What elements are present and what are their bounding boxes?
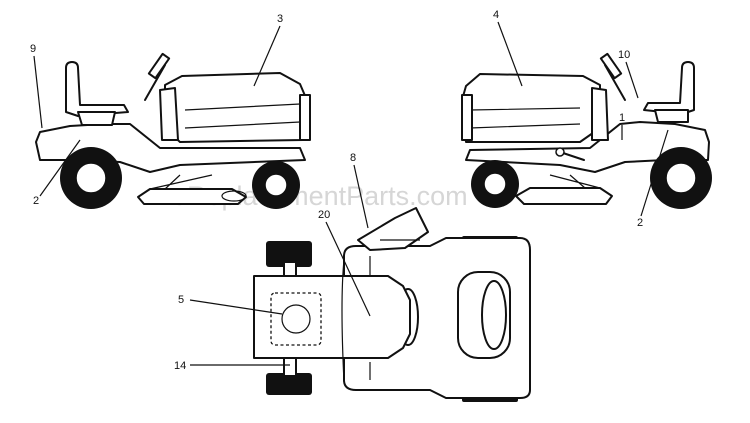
front-tire-top-upper [266, 241, 312, 267]
callout-label-14: 14 [174, 360, 186, 372]
hood-top [253, 275, 411, 359]
leader-line-2-left [39, 139, 81, 197]
leader-line-5 [189, 299, 283, 315]
deck-pulley-left [221, 190, 247, 202]
seat-right [643, 61, 695, 115]
steering-wheel-left [147, 52, 171, 80]
mower-deck-right [515, 187, 613, 205]
callout-label-10: 10 [618, 49, 630, 61]
callout-label-4: 4 [493, 9, 499, 21]
tractor-side-view-left [35, 52, 311, 209]
deck-linkage-right [549, 174, 601, 189]
front-tire-top-lower [266, 373, 312, 395]
rear-hub-right [665, 162, 697, 194]
callout-label-5: 5 [178, 294, 184, 306]
discharge-chute-top [357, 207, 429, 251]
hood-lines-right [469, 107, 581, 129]
front-axle-lower [283, 357, 297, 377]
callout-label-8: 8 [350, 152, 356, 164]
leader-line-8 [353, 164, 369, 229]
dash-left [159, 87, 179, 141]
lift-knob-right [555, 147, 565, 157]
seat-left [65, 61, 129, 117]
leader-line-9 [33, 55, 43, 129]
seat-base-left [77, 111, 116, 126]
leader-line-4 [497, 21, 523, 87]
dash-right [591, 87, 609, 141]
deck-linkage-left [149, 174, 213, 190]
callout-label-9: 9 [30, 43, 36, 55]
callout-label-1: 1 [619, 112, 625, 124]
tractor-side-view-right [461, 52, 712, 209]
leader-line-20 [325, 221, 371, 317]
callout-label-3: 3 [277, 13, 283, 25]
front-hub-left [264, 173, 288, 197]
fuel-cap-top [281, 304, 311, 334]
hood-lines-left [184, 103, 301, 129]
callout-label-2-right: 2 [637, 217, 643, 229]
callout-label-2-left: 2 [33, 195, 39, 207]
rear-hub-left [75, 162, 107, 194]
leader-line-2-right [640, 129, 669, 217]
front-hub-right [483, 172, 507, 196]
tractor-top-view [253, 207, 531, 402]
leader-line-10 [625, 61, 639, 99]
leader-line-3 [253, 25, 281, 87]
steering-wheel-right [599, 52, 623, 80]
grille-right [461, 94, 473, 141]
grille-left [299, 94, 311, 141]
callout-label-20: 20 [318, 209, 330, 221]
seat-cushion-top [481, 280, 507, 350]
fender-edge-top [341, 259, 345, 383]
seat-base-right [654, 109, 689, 123]
